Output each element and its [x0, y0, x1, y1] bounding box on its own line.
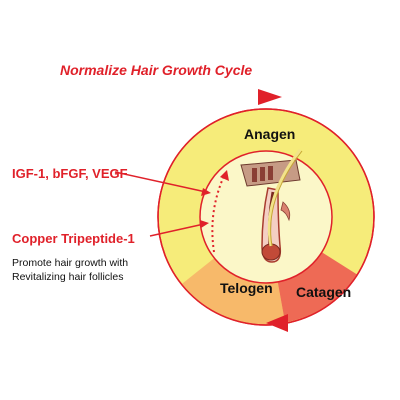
hair-follicle-icon [240, 149, 303, 263]
dotted-growth-arrow [211, 175, 225, 253]
description-text: Promote hair growth with Revitalizing ha… [12, 256, 128, 284]
peptide-arrowhead [200, 220, 209, 228]
description-line-2: Revitalizing hair follicles [12, 271, 124, 283]
peptide-arrow [149, 223, 205, 237]
growth-factors-label: IGF-1, bFGF, VEGF [12, 166, 128, 181]
catagen-label: Catagen [296, 284, 352, 300]
growth-factors-arrow [114, 171, 207, 193]
dotted-arrowhead [220, 170, 229, 181]
diagram-title: Normalize Hair Growth Cycle [60, 62, 253, 78]
peptide-label: Copper Tripeptide-1 [12, 231, 135, 246]
telogen-label: Telogen [220, 280, 273, 296]
description-line-1: Promote hair growth with [12, 257, 129, 269]
anagen-label: Anagen [244, 126, 296, 142]
growth-factors-arrowhead [201, 188, 211, 196]
outer-ring-border [157, 108, 375, 326]
cycle-arrow-icon [266, 314, 288, 332]
cycle-arrow-icon [258, 89, 282, 105]
